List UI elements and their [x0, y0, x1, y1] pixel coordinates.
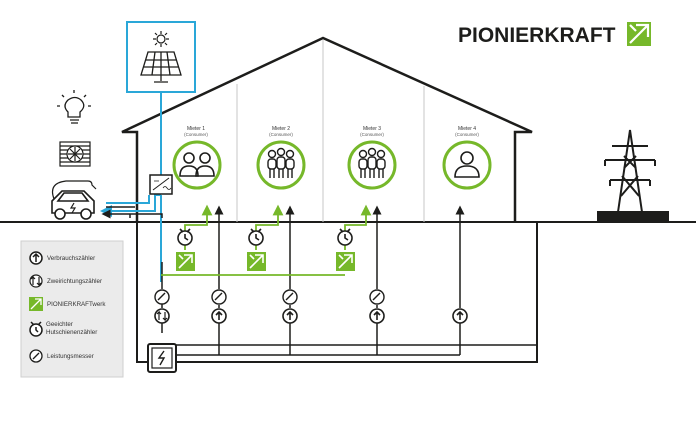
light-bulb-icon — [57, 90, 91, 124]
legend-label: Zweirichtungszähler — [47, 278, 102, 285]
tenant-sub: (Consumer) — [360, 132, 384, 137]
pionierkraftwerk-icon — [247, 252, 266, 271]
solar-panel-icon — [140, 51, 182, 83]
distribution-box-icon — [147, 343, 177, 373]
group-persons-icon — [358, 147, 386, 178]
pionierkraftwerk-icon — [336, 252, 355, 271]
pionierkraftwerk-icon — [176, 252, 195, 271]
tenant-4: Mieter 4 (Consumer) — [442, 126, 492, 190]
group-persons-icon — [267, 147, 295, 178]
consumption-meter-icon — [282, 308, 298, 324]
din-rail-meter-icon — [29, 321, 43, 337]
solar-panel — [126, 21, 196, 93]
legend-item: Verbrauchszähler — [29, 251, 95, 265]
power-meter-icon — [154, 289, 170, 305]
din-rail-meter-icon — [177, 228, 193, 246]
tenant-3: Mieter 3 (Consumer) — [347, 126, 397, 190]
two-persons-icon — [179, 152, 215, 177]
pionierkraftwerk-icon — [29, 297, 43, 311]
legend-label: Geeichter Hutschienenzähler — [46, 321, 98, 336]
legend-item: Leistungsmesser — [29, 349, 94, 363]
bidirectional-meter-icon — [154, 308, 170, 324]
legend-label: PIONIERKRAFTwerk — [47, 301, 106, 308]
inverter-icon — [149, 174, 173, 195]
legend-item: Geeichter Hutschienenzähler — [29, 321, 98, 337]
solar-lines — [100, 92, 162, 282]
tenant-sub: (Consumer) — [269, 132, 293, 137]
brand-name: PIONIERKRAFT — [458, 24, 616, 47]
tenant-title: Mieter 4 — [458, 126, 476, 132]
consumption-meter-icon — [452, 308, 468, 324]
power-pylon-icon — [597, 129, 669, 223]
consumption-meter-icon — [29, 251, 43, 265]
brand-logo: PIONIERKRAFT — [458, 22, 651, 47]
legend: Verbrauchszähler Zweirichtungszähler PIO… — [20, 240, 124, 378]
power-meter-icon — [29, 349, 43, 363]
power-meter-icon — [211, 289, 227, 305]
din-rail-meter-icon — [337, 228, 353, 246]
tenant-2: Mieter 2 (Consumer) — [256, 126, 306, 190]
power-meter-icon — [282, 289, 298, 305]
sun-icon — [153, 31, 169, 47]
consumption-meter-icon — [369, 308, 385, 324]
consumption-meter-icon — [211, 308, 227, 324]
tenant-sub: (Consumer) — [455, 132, 479, 137]
legend-item: Zweirichtungszähler — [29, 274, 102, 288]
legend-label: Leistungsmesser — [47, 353, 94, 360]
single-person-icon — [454, 151, 480, 178]
tenant-title: Mieter 2 — [272, 126, 290, 132]
tenant-title: Mieter 3 — [363, 126, 381, 132]
heat-pump-icon — [59, 141, 91, 167]
din-rail-meter-icon — [248, 228, 264, 246]
electric-car-icon — [51, 180, 97, 220]
legend-label: Verbrauchszähler — [47, 255, 95, 262]
brand-logo-icon — [627, 22, 651, 46]
bidirectional-meter-icon — [29, 274, 43, 288]
tenant-title: Mieter 1 — [187, 126, 205, 132]
legend-item: PIONIERKRAFTwerk — [29, 297, 106, 311]
grid-wires — [101, 205, 538, 362]
tenant-1: Mieter 1 (Consumer) — [172, 126, 222, 190]
tenant-sub: (Consumer) — [184, 132, 208, 137]
power-meter-icon — [369, 289, 385, 305]
